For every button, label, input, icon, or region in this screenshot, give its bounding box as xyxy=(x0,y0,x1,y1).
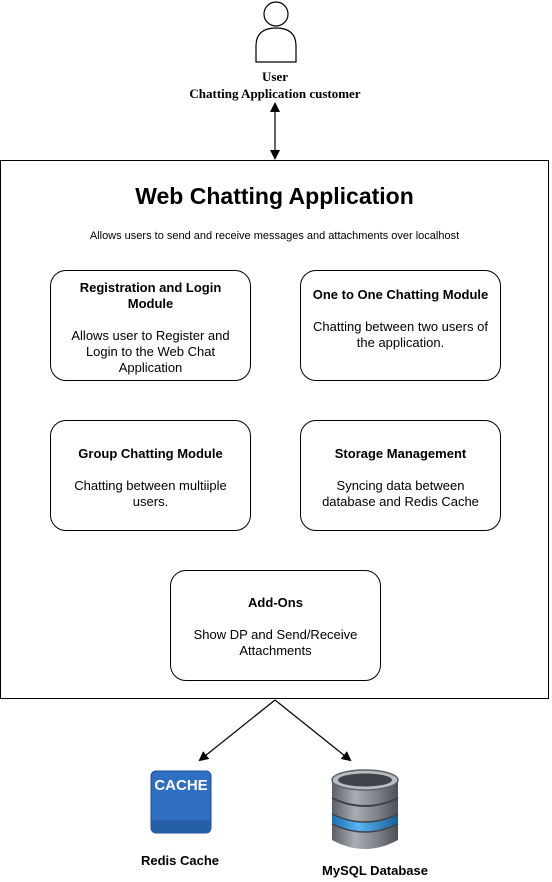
module-title: One to One Chatting Module xyxy=(312,287,489,302)
module-storage-management: Storage Management Syncing data between … xyxy=(300,420,501,531)
module-title: Add-Ons xyxy=(248,595,303,610)
cache-icon: CACHE xyxy=(150,770,212,834)
redis-cache-label: Redis Cache xyxy=(140,853,220,868)
module-description: Chatting between two users of the applic… xyxy=(313,319,488,350)
module-title: Registration and Login Module xyxy=(79,280,222,311)
app-to-mysql-arrow xyxy=(274,699,352,762)
cache-icon-text: CACHE xyxy=(154,777,207,794)
module-group-chat: Group Chatting Module Chatting between m… xyxy=(50,420,251,531)
actor-name: User xyxy=(262,69,288,84)
module-title: Storage Management xyxy=(334,446,467,461)
module-description: Chatting between multiiple users. xyxy=(74,478,227,509)
database-icon xyxy=(331,769,399,849)
app-to-redis-arrow xyxy=(198,699,276,762)
application-container xyxy=(0,160,549,699)
module-title: Group Chatting Module xyxy=(78,446,223,461)
application-title: Web Chatting Application xyxy=(135,183,414,209)
actor-role: Chatting Application customer xyxy=(189,86,361,101)
module-one-to-one-chat: One to One Chatting Module Chatting betw… xyxy=(300,270,501,381)
module-description: Show DP and Send/Receive Attachments xyxy=(193,627,358,658)
module-description: Allows user to Register and Login to the… xyxy=(71,328,230,375)
module-add-ons: Add-Ons Show DP and Send/Receive Attachm… xyxy=(170,570,381,681)
application-description: Allows users to send and receive message… xyxy=(89,230,460,242)
module-registration-login: Registration and Login Module Allows use… xyxy=(50,270,251,381)
user-actor-icon xyxy=(255,1,297,63)
mysql-database-label: MySQL Database xyxy=(322,863,428,878)
module-description: Syncing data between database and Redis … xyxy=(322,478,479,509)
